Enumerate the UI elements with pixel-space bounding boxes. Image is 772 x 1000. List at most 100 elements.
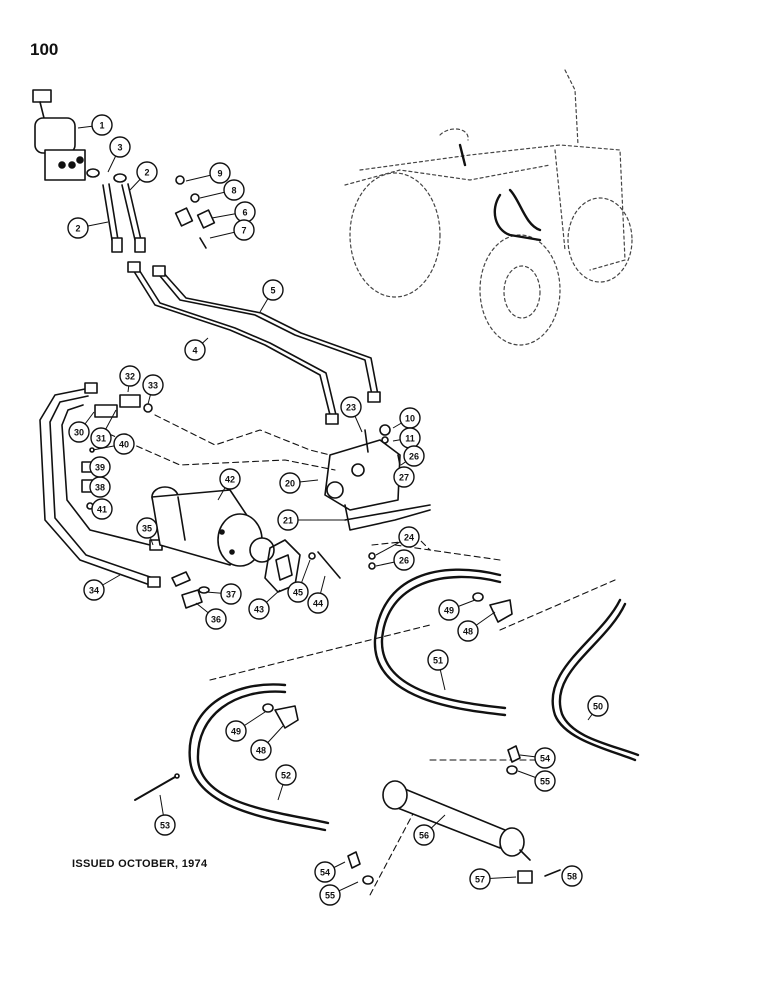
callout-56: 56 (413, 814, 446, 846)
callout-55: 55 (319, 881, 359, 906)
short-hoses (102, 183, 146, 253)
callout-circle (279, 472, 301, 494)
callout-circle (67, 217, 89, 239)
callout-55: 55 (517, 770, 556, 792)
callout-circle (109, 136, 131, 158)
callout-48: 48 (457, 611, 496, 642)
callout-circle (287, 581, 309, 603)
callout-number: 2 (144, 168, 149, 178)
callout-circle (91, 114, 113, 136)
callout-number: 57 (475, 875, 485, 885)
steering-tubes (127, 261, 381, 425)
callout-8: 8 (199, 179, 245, 201)
callout-32: 32 (119, 365, 141, 393)
callout-circle (393, 466, 415, 488)
callout-40: 40 (92, 433, 135, 455)
callout-circle (142, 374, 164, 396)
callout-number: 5 (270, 286, 275, 296)
callout-number: 30 (74, 428, 84, 438)
callout-number: 8 (231, 186, 236, 196)
callout-circle (184, 339, 206, 361)
callout-number: 9 (217, 169, 222, 179)
callout-number: 56 (419, 831, 429, 841)
callout-33: 33 (142, 374, 164, 405)
callout-20: 20 (279, 472, 319, 494)
callout-1: 1 (77, 114, 113, 136)
long-tube (39, 382, 163, 588)
o-ring (113, 173, 127, 183)
callout-number: 45 (293, 588, 303, 598)
callout-circle (83, 579, 105, 601)
issued-date: ISSUED OCTOBER, 1974 (72, 858, 208, 870)
callout-45: 45 (287, 559, 311, 603)
callout-circle (250, 739, 272, 761)
callout-31: 31 (90, 409, 117, 449)
callout-39: 39 (89, 456, 111, 478)
callout-number: 21 (283, 516, 293, 526)
callout-5: 5 (259, 279, 284, 313)
callout-circle (233, 219, 255, 241)
callout-number: 42 (225, 475, 235, 485)
callout-23: 23 (340, 396, 363, 433)
callout-number: 7 (241, 226, 246, 236)
callout-36: 36 (195, 602, 227, 630)
callout-number: 40 (119, 440, 129, 450)
callout-circle (219, 468, 241, 490)
callout-number: 24 (404, 533, 414, 543)
callout-number: 2 (75, 224, 80, 234)
callout-number: 33 (148, 381, 158, 391)
callout-number: 11 (405, 434, 415, 444)
callout-number: 55 (540, 777, 550, 787)
callout-52: 52 (275, 764, 297, 801)
callout-circle (438, 599, 460, 621)
callout-number: 34 (89, 586, 99, 596)
callout-circle (205, 608, 227, 630)
callout-58: 58 (561, 865, 583, 887)
callout-circle (68, 421, 90, 443)
callout-number: 10 (405, 414, 415, 424)
callout-10: 10 (392, 407, 421, 429)
callout-50: 50 (587, 695, 609, 721)
callout-number: 44 (313, 599, 323, 609)
callout-number: 32 (125, 372, 135, 382)
callout-circle (209, 162, 231, 184)
callout-circle (248, 598, 270, 620)
callout-circle (398, 526, 420, 548)
callout-circle (469, 868, 491, 890)
callout-number: 49 (231, 727, 241, 737)
callout-circle (262, 279, 284, 301)
callout-number: 31 (96, 434, 106, 444)
page-number: 100 (30, 40, 59, 59)
callout-number: 35 (142, 524, 152, 534)
callout-42: 42 (217, 468, 241, 501)
callout-circle (561, 865, 583, 887)
callout-number: 3 (117, 143, 122, 153)
callout-number: 52 (281, 771, 291, 781)
callout-number: 26 (399, 556, 409, 566)
callout-circle (275, 764, 297, 786)
callout-37: 37 (205, 583, 242, 605)
callout-number: 4 (192, 346, 197, 356)
callout-number: 54 (540, 754, 550, 764)
callout-circle (277, 509, 299, 531)
callout-49: 49 (225, 711, 266, 742)
callout-24: 24 (375, 526, 420, 556)
callout-26: 26 (375, 549, 415, 571)
callout-6: 6 (211, 201, 256, 223)
callout-number: 41 (97, 505, 107, 515)
callout-43: 43 (248, 589, 281, 620)
callout-circle (319, 884, 341, 906)
callout-number: 1 (99, 121, 104, 131)
callout-21: 21 (277, 509, 345, 531)
callout-34: 34 (83, 574, 121, 601)
callout-number: 51 (433, 656, 443, 666)
clamp-hardware (174, 175, 216, 249)
callout-circle (403, 445, 425, 467)
callout-number: 55 (325, 891, 335, 901)
callout-2: 2 (67, 217, 109, 239)
callout-circle (534, 770, 556, 792)
callout-number: 48 (463, 627, 473, 637)
callout-number: 50 (593, 702, 603, 712)
callout-41: 41 (91, 498, 113, 520)
callout-circle (113, 433, 135, 455)
